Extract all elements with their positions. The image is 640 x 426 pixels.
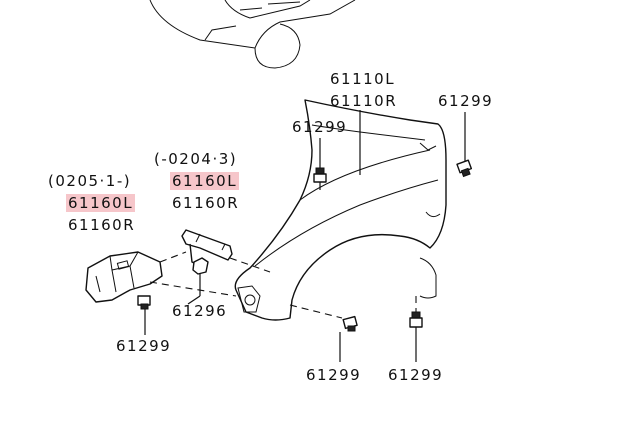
dash-bracket1-top [159, 251, 187, 263]
label-bracket2-l: 61160L [170, 172, 240, 190]
clip-icon [187, 257, 209, 305]
label-bracket1-r: 61160R [68, 216, 136, 234]
label-bolt-top-right: 61299 [438, 92, 494, 110]
dash-bolt-bottom-mid [289, 304, 343, 319]
bolt-bottom-mid-icon [339, 315, 358, 362]
bolt-top-right-icon [456, 159, 473, 178]
label-bracket1-l: 61160L [66, 194, 136, 212]
front-fender [234, 99, 447, 321]
label-bolt-bottom-right: 61299 [388, 366, 444, 384]
label-bolt-top-mid: 61299 [292, 118, 348, 136]
dash-bracket1-fender [149, 281, 237, 297]
bolt-bottom-left-icon [137, 295, 151, 335]
label-fender-l: 61110L [330, 70, 396, 88]
car-outline [149, 0, 356, 69]
label-fender-r: 61110R [330, 92, 398, 110]
label-clip: 61296 [172, 302, 228, 320]
label-bolt-bottom-left: 61299 [116, 337, 172, 355]
label-bracket2-r: 61160R [172, 194, 240, 212]
fender-bracket-late [85, 251, 163, 303]
label-bracket2-date: (-0204·3) [154, 150, 238, 168]
label-bolt-bottom-mid: 61299 [306, 366, 362, 384]
label-bracket1-date: (0205·1-) [48, 172, 132, 190]
bolt-top-mid-icon [313, 138, 327, 190]
bolt-bottom-right-icon [409, 296, 423, 362]
